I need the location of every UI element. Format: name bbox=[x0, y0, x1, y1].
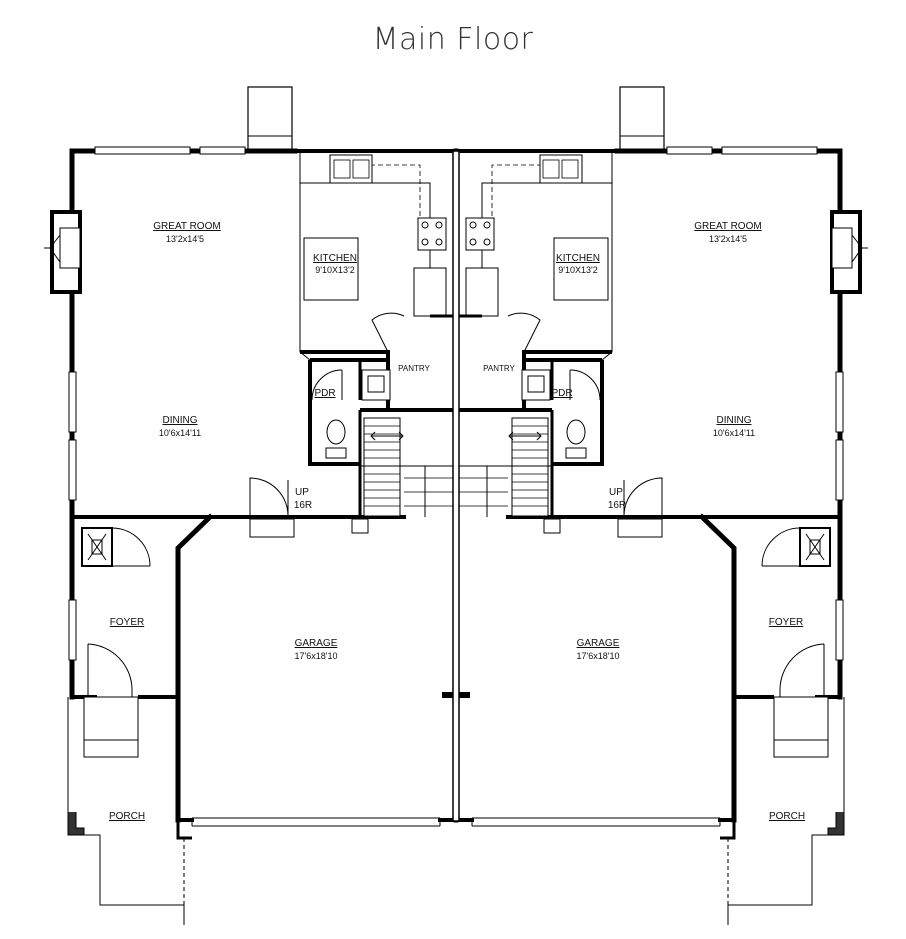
kitchen-label: KITCHEN bbox=[313, 253, 357, 264]
right-labels: GREAT ROOM 13'2x14'5 KITCHEN 9'10X13'2 P… bbox=[483, 221, 805, 822]
stairs-up-label: UP bbox=[295, 487, 309, 498]
porch-label: PORCH bbox=[109, 811, 145, 822]
garage-label: GARAGE bbox=[577, 638, 620, 649]
garage-dims: 17'6x18'10 bbox=[295, 651, 338, 661]
kitchen-label: KITCHEN bbox=[556, 253, 600, 264]
kitchen-dims: 9'10X13'2 bbox=[315, 265, 354, 275]
dining-dims: 10'6x14'11 bbox=[159, 428, 201, 438]
dining-label: DINING bbox=[717, 415, 752, 426]
foyer-label: FOYER bbox=[769, 617, 803, 628]
porch-label: PORCH bbox=[769, 811, 805, 822]
kitchen-dims: 9'10X13'2 bbox=[558, 265, 597, 275]
garage-dims: 17'6x18'10 bbox=[577, 651, 620, 661]
stairs-risers-label: 16R bbox=[294, 500, 312, 511]
dining-dims: 10'6x14'11 bbox=[713, 428, 755, 438]
great-room-dims: 13'2x14'5 bbox=[709, 234, 747, 244]
great-room-dims: 13'2x14'5 bbox=[166, 234, 204, 244]
great-room-label: GREAT ROOM bbox=[153, 221, 220, 232]
garage-label: GARAGE bbox=[295, 638, 338, 649]
party-wall bbox=[452, 150, 460, 822]
left-unit bbox=[44, 87, 456, 925]
stairs-up-label: UP bbox=[609, 487, 623, 498]
right-unit bbox=[456, 87, 868, 925]
dining-label: DINING bbox=[163, 415, 198, 426]
stairs-risers-label: 16R bbox=[608, 500, 626, 511]
left-labels: GREAT ROOM 13'2x14'5 KITCHEN 9'10X13'2 P… bbox=[109, 221, 431, 822]
pantry-label: PANTRY bbox=[483, 364, 515, 373]
page-title: Main Floor bbox=[372, 22, 534, 57]
foyer-label: FOYER bbox=[110, 617, 144, 628]
pdr-label: PDR bbox=[314, 388, 335, 399]
pdr-label: PDR bbox=[551, 388, 572, 399]
pantry-label: PANTRY bbox=[398, 364, 430, 373]
great-room-label: GREAT ROOM bbox=[694, 221, 761, 232]
